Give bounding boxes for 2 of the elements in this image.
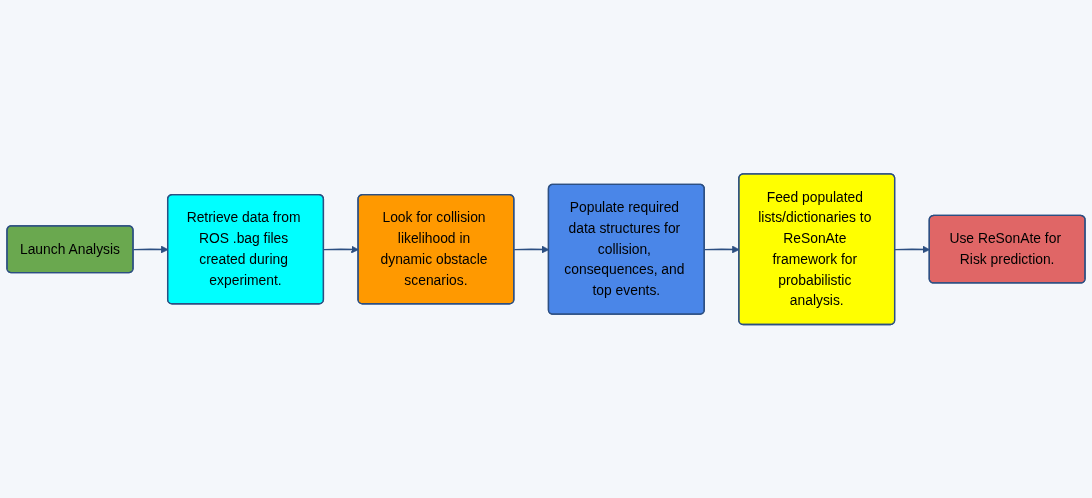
arrow <box>894 245 930 254</box>
arrow <box>323 245 359 254</box>
